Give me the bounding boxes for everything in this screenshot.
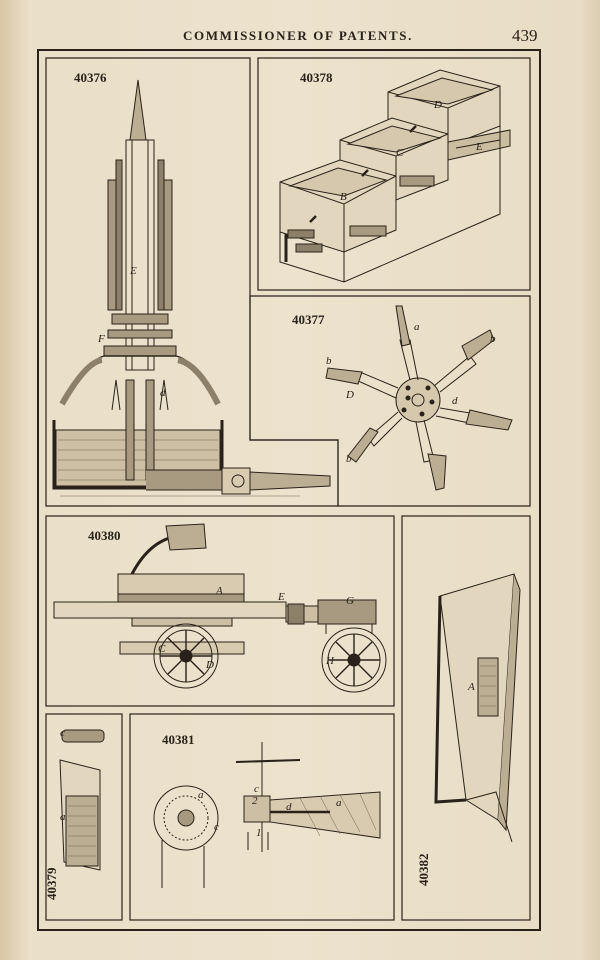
letter-C-40380: C bbox=[158, 643, 166, 655]
drawing-reference-letters: E F d B C D E a b b D d b A E G C D H A … bbox=[60, 99, 496, 839]
letter-E-40378: E bbox=[475, 141, 483, 153]
letter-c-40379: c bbox=[60, 727, 65, 739]
letter-D-40377: D bbox=[345, 389, 354, 401]
figure-40380-drawing bbox=[53, 523, 387, 693]
letter-d-40377: d bbox=[452, 395, 458, 407]
letter-a-40381-bar: a bbox=[336, 797, 342, 809]
page-header: COMMISSIONER OF PATENTS. 439 bbox=[0, 26, 600, 48]
figure-40382-drawing bbox=[434, 573, 521, 843]
letter-H: H bbox=[325, 655, 335, 667]
figure-40378-drawing bbox=[279, 69, 511, 283]
letter-F: F bbox=[97, 333, 105, 345]
figure-40381-drawing bbox=[153, 742, 381, 888]
figure-number-40377: 40377 bbox=[292, 312, 325, 327]
figure-number-40376: 40376 bbox=[74, 70, 107, 85]
figure-40377-drawing bbox=[325, 305, 513, 491]
letter-A-40380: A bbox=[215, 585, 223, 597]
letter-b-left: b bbox=[326, 355, 332, 367]
letter-b-right: b bbox=[490, 333, 496, 345]
letter-d-40381: d bbox=[286, 801, 292, 813]
letter-B: B bbox=[340, 191, 347, 203]
letter-E-40376: E bbox=[129, 265, 137, 277]
page-number: 439 bbox=[512, 26, 538, 45]
numeral-2: 2 bbox=[252, 795, 258, 807]
letter-d-40376: d bbox=[160, 387, 166, 399]
letter-a-40381: a bbox=[198, 789, 204, 801]
figure-40376-drawing bbox=[52, 79, 331, 497]
figure-number-40380: 40380 bbox=[88, 528, 121, 543]
figure-number-40379: 40379 bbox=[44, 867, 59, 901]
figure-number-40382: 40382 bbox=[416, 853, 431, 887]
letter-a-40377: a bbox=[414, 321, 420, 333]
letter-b-bottom: b bbox=[346, 453, 352, 465]
letter-A-40382: A bbox=[467, 681, 475, 693]
letter-a-40379: a bbox=[60, 811, 66, 823]
running-title: COMMISSIONER OF PATENTS. bbox=[183, 28, 413, 43]
letter-D-40378: D bbox=[433, 99, 442, 111]
numeral-1: 1 bbox=[256, 827, 262, 839]
letter-c-40381: c bbox=[214, 821, 219, 833]
letter-C: C bbox=[396, 147, 404, 159]
figure-40379-drawing bbox=[59, 729, 105, 871]
letter-E-40380: E bbox=[277, 591, 285, 603]
figure-number-40381: 40381 bbox=[162, 732, 195, 747]
letter-D-40380: D bbox=[205, 659, 214, 671]
letter-G: G bbox=[346, 595, 354, 607]
letter-c-upper: c bbox=[254, 783, 259, 795]
figure-number-40378: 40378 bbox=[300, 70, 333, 85]
